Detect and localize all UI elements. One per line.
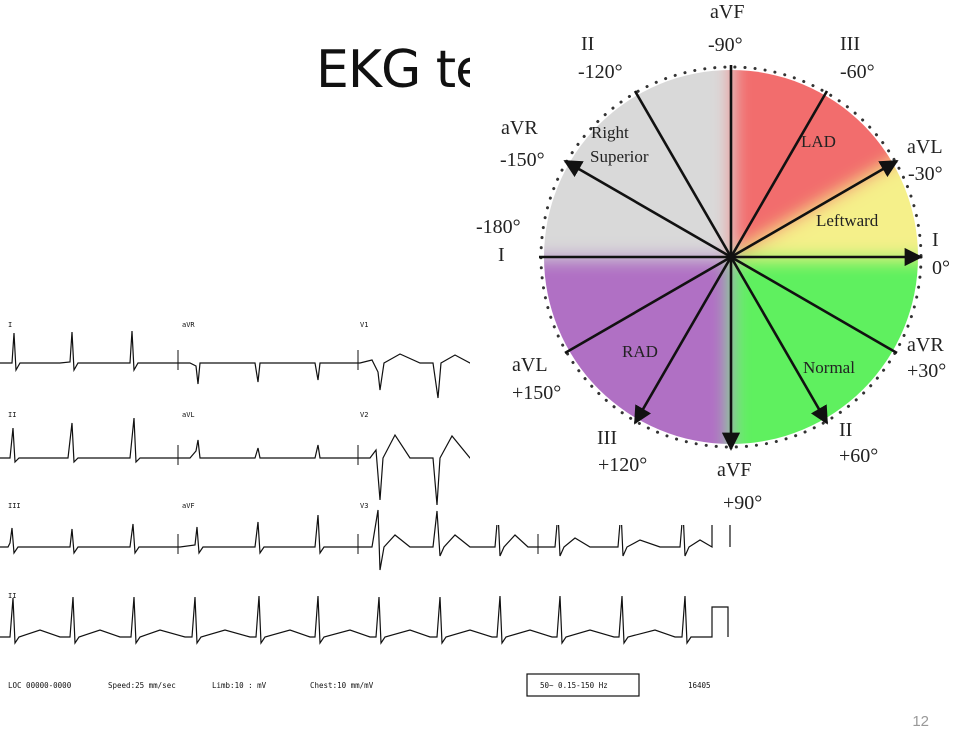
ekg-strip: I aVR V1 II aVL V2 III aVF V3 II LOC 000…: [0, 321, 731, 697]
label-aVF-top: aVF: [710, 1, 744, 23]
ekg-footer-speed: Speed:25 mm/sec: [108, 681, 176, 690]
region-label-leftward: Leftward: [816, 211, 879, 230]
sector-normal: [731, 257, 918, 444]
label-aVR-upper: aVR: [501, 117, 538, 139]
label-lead-II-upper: II: [581, 33, 594, 55]
label-aVR-lower: aVR: [907, 334, 944, 356]
label-deg-plus-60: +60°: [839, 445, 878, 467]
page-number: 12: [912, 713, 929, 730]
ekg-filter-box: [526, 673, 640, 697]
ekg-footer-filter: 50~ 0.15-150 Hz: [540, 681, 608, 690]
label-lead-III-lower: III: [597, 427, 617, 449]
ekg-footer-device: 16405: [688, 681, 711, 690]
ekg-traces: [0, 330, 731, 645]
ekg-lead-label: aVF: [182, 502, 195, 510]
lead-aVL-axis: [564, 159, 899, 355]
label-deg-minus-150: -150°: [500, 149, 545, 171]
label-lead-III-upper: III: [840, 33, 860, 55]
axis-lines: [539, 65, 923, 451]
ekg-footer-loc: LOC 00000-0000: [8, 681, 72, 690]
label-deg-plus-90: +90°: [723, 492, 762, 514]
label-lead-I-left: I: [498, 244, 505, 266]
region-label-rad: RAD: [622, 342, 658, 361]
region-label-normal: Normal: [803, 358, 855, 377]
ekg-lead-label: V2: [360, 411, 368, 419]
ekg-separators: [177, 350, 539, 554]
label-deg-plus-120: +120°: [598, 454, 647, 476]
label-deg-minus-60: -60°: [840, 61, 875, 83]
ekg-lead-label: I: [8, 321, 12, 329]
ekg-lead-label: aVR: [182, 321, 195, 329]
ekg-trace-row-1: [0, 330, 480, 399]
slide-title: EKG te: [316, 40, 487, 100]
sector-leftward: [731, 152, 918, 257]
ekg-lead-label: V3: [360, 502, 368, 510]
sector-right-superior: [544, 70, 731, 257]
ekg-trace-row-4: [0, 595, 729, 645]
label-deg-minus-90: -90°: [708, 34, 743, 56]
label-deg-plus-150: +150°: [512, 382, 561, 404]
ekg-lead-label: II: [8, 411, 16, 419]
sector-rad: [544, 257, 731, 444]
label-aVL-lower: aVL: [512, 354, 548, 376]
axis-wheel: aVF -90° II -120° III -60° aVR -150° aVL…: [470, 0, 959, 525]
region-label-superior: Superior: [590, 147, 649, 166]
ekg-lead-label: III: [8, 502, 21, 510]
ekg-footer-chest: Chest:10 mm/mV: [310, 681, 374, 690]
label-deg-minus-120: -120°: [578, 61, 623, 83]
label-deg-minus-30: -30°: [908, 163, 943, 185]
label-lead-II-lower: II: [839, 419, 852, 441]
ekg-lead-label: V1: [360, 321, 368, 329]
label-lead-I-right: I: [932, 229, 939, 251]
ekg-lead-label: aVL: [182, 411, 195, 419]
label-deg-minus-180: -180°: [476, 216, 521, 238]
ekg-footer-limb: Limb:10 : mV: [212, 681, 267, 690]
region-label-right: Right: [591, 123, 629, 142]
label-aVF-bottom: aVF: [717, 459, 751, 481]
label-deg-plus-30: +30°: [907, 360, 946, 382]
ekg-trace-row-3: [0, 509, 731, 571]
ekg-trace-row-2: [0, 417, 480, 506]
ekg-lead-label: II: [8, 592, 16, 600]
region-label-lad: LAD: [801, 132, 836, 151]
label-deg-0: 0°: [932, 257, 950, 279]
label-aVL-upper: aVL: [907, 136, 943, 158]
